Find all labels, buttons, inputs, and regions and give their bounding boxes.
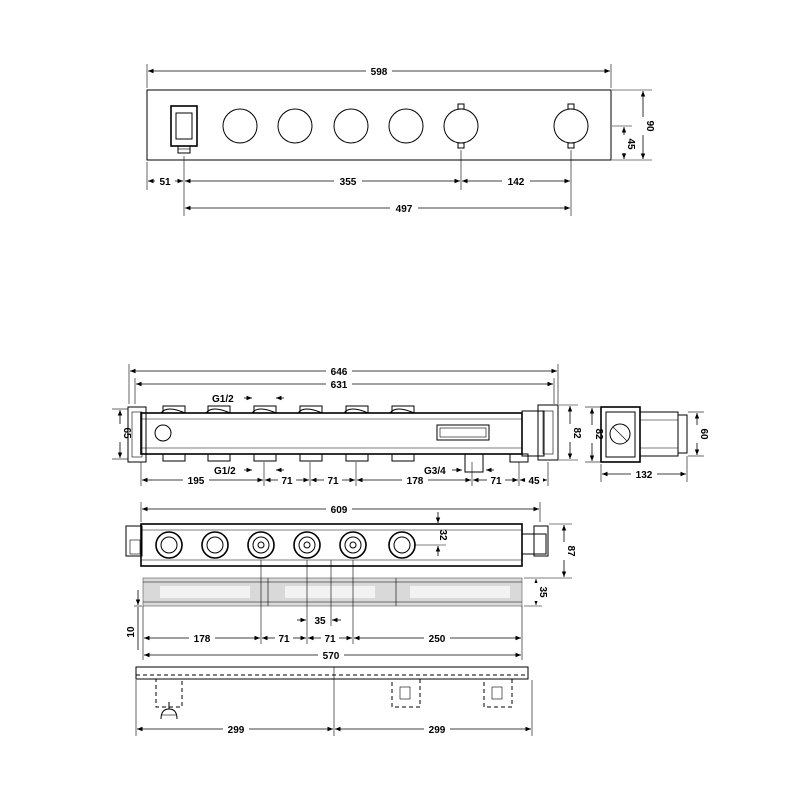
- dim-text-631: 631: [331, 380, 348, 391]
- dimension-45: 45: [612, 125, 636, 159]
- hose-holder-icon: [170, 105, 198, 154]
- dim-text-178-side: 178: [407, 476, 424, 487]
- dim-text-299-right: 299: [429, 725, 446, 736]
- dimension-132: 132: [600, 456, 688, 482]
- bottom-left-holder: [155, 678, 183, 720]
- dimension-10: 10: [126, 590, 142, 650]
- knob-5: [443, 103, 479, 149]
- top-ports-circles: [155, 531, 416, 559]
- thread-label-top: G1/2: [212, 394, 284, 405]
- right-bracket: [436, 404, 559, 461]
- mounting-rail: [135, 666, 529, 680]
- dimension-35: 35: [297, 616, 341, 627]
- top-brackets: [125, 525, 549, 557]
- dimension-90: 90: [612, 89, 655, 161]
- dim-text-250: 250: [429, 634, 446, 645]
- dim-text-71-a: 71: [281, 476, 293, 487]
- knob-2: [277, 108, 313, 144]
- front-plate: [146, 89, 612, 161]
- dimension-87: 87: [524, 523, 576, 579]
- dimension-646: 646: [128, 364, 559, 404]
- dim-text-497: 497: [396, 204, 413, 215]
- cover-plate: [142, 577, 523, 607]
- dimension-82-end: 82: [585, 406, 604, 463]
- end-view: 82 60 132: [585, 406, 709, 482]
- knob-4: [388, 108, 424, 144]
- thread-text-outlet: G3/4: [424, 466, 446, 477]
- thread-label-bottom: G1/2 G3/4: [214, 466, 494, 477]
- dimension-631: 631: [134, 378, 555, 404]
- bottom-right-box: [483, 678, 513, 708]
- bottom-ports: [162, 453, 529, 473]
- knob-3: [333, 108, 369, 144]
- dim-text-71-c: 71: [490, 476, 502, 487]
- dim-text-71-b: 71: [327, 476, 339, 487]
- dim-text-32: 32: [437, 529, 448, 541]
- dimension-35-vertical: 35: [524, 579, 548, 607]
- dim-text-35: 35: [314, 616, 326, 627]
- dim-text-60: 60: [698, 428, 709, 440]
- knob-1: [222, 108, 258, 144]
- dim-text-609: 609: [331, 505, 348, 516]
- side-view: 646 631 G1/2 65 82: [112, 364, 582, 487]
- dim-text-71-top-a: 71: [278, 634, 290, 645]
- dim-text-71-top-b: 71: [324, 634, 336, 645]
- dim-text-195: 195: [188, 476, 205, 487]
- dim-text-646: 646: [331, 367, 348, 378]
- dim-text-45-side: 45: [528, 476, 540, 487]
- dimension-chain-top: 178 71 71 250: [144, 632, 521, 645]
- dim-text-82-side: 82: [571, 427, 582, 439]
- dimension-60: 60: [688, 411, 709, 457]
- thread-text-top: G1/2: [212, 394, 234, 405]
- dim-text-87: 87: [565, 545, 576, 557]
- dim-text-570: 570: [323, 651, 340, 662]
- front-view: 598 90 45 51 355: [146, 64, 655, 216]
- dim-text-35-vertical: 35: [537, 586, 548, 598]
- bottom-view: 299 299: [135, 666, 533, 736]
- dimension-609: 609: [140, 502, 541, 522]
- top-ports: [160, 405, 415, 414]
- dim-text-10: 10: [126, 626, 137, 638]
- top-view: 609 32 87 35 10: [125, 502, 576, 662]
- dimension-chain-bottom: 299 299: [137, 723, 531, 736]
- dim-text-178-top: 178: [194, 634, 211, 645]
- dimension-65: 65: [112, 408, 132, 460]
- dim-text-65: 65: [121, 427, 132, 439]
- dimension-497: 497: [185, 201, 570, 215]
- bottom-middle-box: [391, 678, 421, 708]
- thermostat-knob: [553, 103, 589, 149]
- dim-text-82-end: 82: [593, 428, 604, 440]
- dimension-chain-side: 195 71 71 178 71 45: [140, 462, 549, 487]
- dim-text-299-left: 299: [228, 725, 245, 736]
- dim-text-45: 45: [625, 138, 636, 150]
- dimension-598: 598: [146, 64, 612, 88]
- dim-text-132: 132: [636, 470, 653, 481]
- thread-text-bottom: G1/2: [214, 466, 236, 477]
- dimension-82-side: 82: [559, 404, 582, 461]
- left-bracket: [127, 406, 172, 463]
- dimension-32: 32: [414, 512, 448, 556]
- dimension-570: 570: [144, 644, 523, 662]
- dimension-chain-front: 51 355 142: [146, 150, 572, 216]
- dim-text-598: 598: [371, 67, 388, 78]
- dim-text-355: 355: [340, 177, 357, 188]
- dim-text-142: 142: [508, 177, 525, 188]
- dim-text-90: 90: [644, 120, 655, 132]
- dim-text-51: 51: [159, 177, 171, 188]
